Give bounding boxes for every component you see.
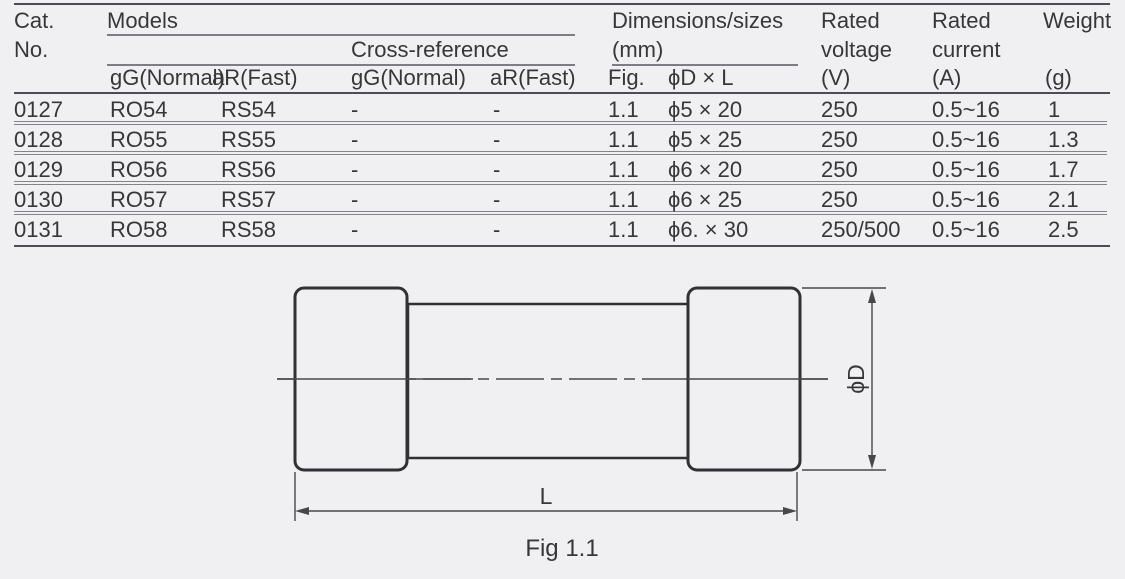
table-cell: -	[493, 97, 501, 122]
table-cell: RO57	[110, 187, 168, 212]
table-row: 0128 RO55 RS55 - - 1.1 ϕ5 × 25 250 0.5~1…	[0, 125, 1125, 155]
subheader-weight-unit: (g)	[1045, 65, 1072, 90]
table-cell: -	[351, 127, 359, 152]
table-cell: -	[493, 157, 501, 182]
table-cell: RS57	[221, 187, 277, 212]
table-cell: ϕ5 × 20	[668, 97, 743, 122]
header-models: Models	[107, 8, 178, 33]
table-cell: RO58	[110, 217, 168, 242]
table-cell: 1.7	[1048, 157, 1079, 182]
table-cell: -	[351, 217, 359, 242]
table-cell: -	[351, 157, 359, 182]
arrow-right-icon	[783, 507, 797, 515]
arrow-up-icon	[868, 289, 876, 303]
table-cell: -	[493, 217, 501, 242]
table-cell: 1.3	[1048, 127, 1079, 152]
table-cell: ϕ6 × 20	[668, 157, 743, 182]
table-cell: 250	[821, 187, 858, 212]
table-cell: 250	[821, 97, 858, 122]
table-cell: 0127	[14, 97, 63, 122]
header-cross-reference: Cross-reference	[351, 37, 509, 62]
table-cell: 250	[821, 157, 858, 182]
table-cell: RO54	[110, 97, 168, 122]
header-rated-voltage-2: voltage	[821, 37, 892, 62]
table-cell: 1.1	[608, 157, 639, 182]
length-label: L	[540, 483, 553, 509]
table-cell: 0130	[14, 187, 63, 212]
subheader-models-gg: gG(Normal)	[110, 65, 225, 90]
table-cell: -	[493, 187, 501, 212]
table-cell: 1	[1048, 97, 1061, 122]
table-cell: ϕ6 × 25	[668, 187, 743, 212]
subheader-fig: Fig.	[608, 65, 645, 90]
table-cell: 0129	[14, 157, 63, 182]
header-dimensions-unit: (mm)	[612, 37, 664, 62]
table-cell: -	[351, 187, 359, 212]
dimensions-underline	[612, 64, 798, 66]
arrow-left-icon	[295, 507, 309, 515]
table-cell: RS54	[221, 97, 277, 122]
table-cell: 0.5~16	[932, 217, 1000, 242]
header-rated-voltage-1: Rated	[821, 8, 880, 33]
table-cell: 0.5~16	[932, 97, 1000, 122]
table-cell: 0.5~16	[932, 187, 1000, 212]
models-underline	[107, 34, 575, 36]
table-bottom-rule	[14, 245, 1110, 247]
diameter-label: ϕD	[843, 364, 869, 394]
subheader-voltage-unit: (V)	[821, 65, 851, 90]
table-top-rule	[14, 3, 1110, 5]
table-row: 0129 RO56 RS56 - - 1.1 ϕ6 × 20 250 0.5~1…	[0, 155, 1125, 185]
table-cell: 250/500	[821, 217, 901, 242]
table-cell: 1.1	[608, 217, 639, 242]
table-cell: ϕ5 × 25	[668, 127, 743, 152]
subheader-xref-gg: gG(Normal)	[351, 65, 466, 90]
table-row: 0131 RO58 RS58 - - 1.1 ϕ6. × 30 250/500 …	[0, 215, 1125, 245]
subheader-models-ar: aR(Fast)	[212, 65, 298, 90]
table-row: 0130 RO57 RS57 - - 1.1 ϕ6 × 25 250 0.5~1…	[0, 185, 1125, 215]
table-row: 0127 RO54 RS54 - - 1.1 ϕ5 × 20 250 0.5~1…	[0, 95, 1125, 125]
table-cell: -	[493, 127, 501, 152]
table-cell: 2.5	[1048, 217, 1079, 242]
table-cell: 0.5~16	[932, 157, 1000, 182]
row-separator	[14, 181, 1107, 185]
table-cell: ϕ6. × 30	[668, 217, 749, 242]
header-rated-current-2: current	[932, 37, 1001, 62]
header-no: No.	[14, 37, 49, 62]
table-cell: RS56	[221, 157, 277, 182]
table-cell: RO55	[110, 127, 168, 152]
header-weight: Weight	[1043, 8, 1112, 33]
table-cell: 2.1	[1048, 187, 1079, 212]
cross-reference-underline	[107, 64, 575, 66]
arrow-down-icon	[868, 455, 876, 469]
header-cat: Cat.	[14, 8, 55, 33]
header-dimensions: Dimensions/sizes	[612, 8, 784, 33]
figure-caption: Fig 1.1	[525, 535, 598, 562]
table-cell: 1.1	[608, 127, 639, 152]
header-bottom-rule	[14, 92, 1110, 94]
header-rated-current-1: Rated	[932, 8, 991, 33]
subheader-dxl: ϕD × L	[668, 65, 734, 90]
subheader-current-unit: (A)	[932, 65, 962, 90]
table-cell: 1.1	[608, 187, 639, 212]
row-separator	[14, 211, 1107, 215]
subheader-xref-ar: aR(Fast)	[490, 65, 576, 90]
table-cell: RS58	[221, 217, 277, 242]
row-separator	[14, 121, 1107, 125]
table-cell: 0131	[14, 217, 63, 242]
table-cell: 0128	[14, 127, 63, 152]
row-separator	[14, 151, 1107, 155]
fuse-body	[406, 302, 690, 460]
table-cell: RO56	[110, 157, 168, 182]
table-cell: RS55	[221, 127, 277, 152]
table-cell: 0.5~16	[932, 127, 1000, 152]
diameter-dimension	[802, 287, 886, 471]
table-cell: 1.1	[608, 97, 639, 122]
table-cell: -	[351, 97, 359, 122]
length-dimension	[294, 472, 798, 521]
table-cell: 250	[821, 127, 858, 152]
